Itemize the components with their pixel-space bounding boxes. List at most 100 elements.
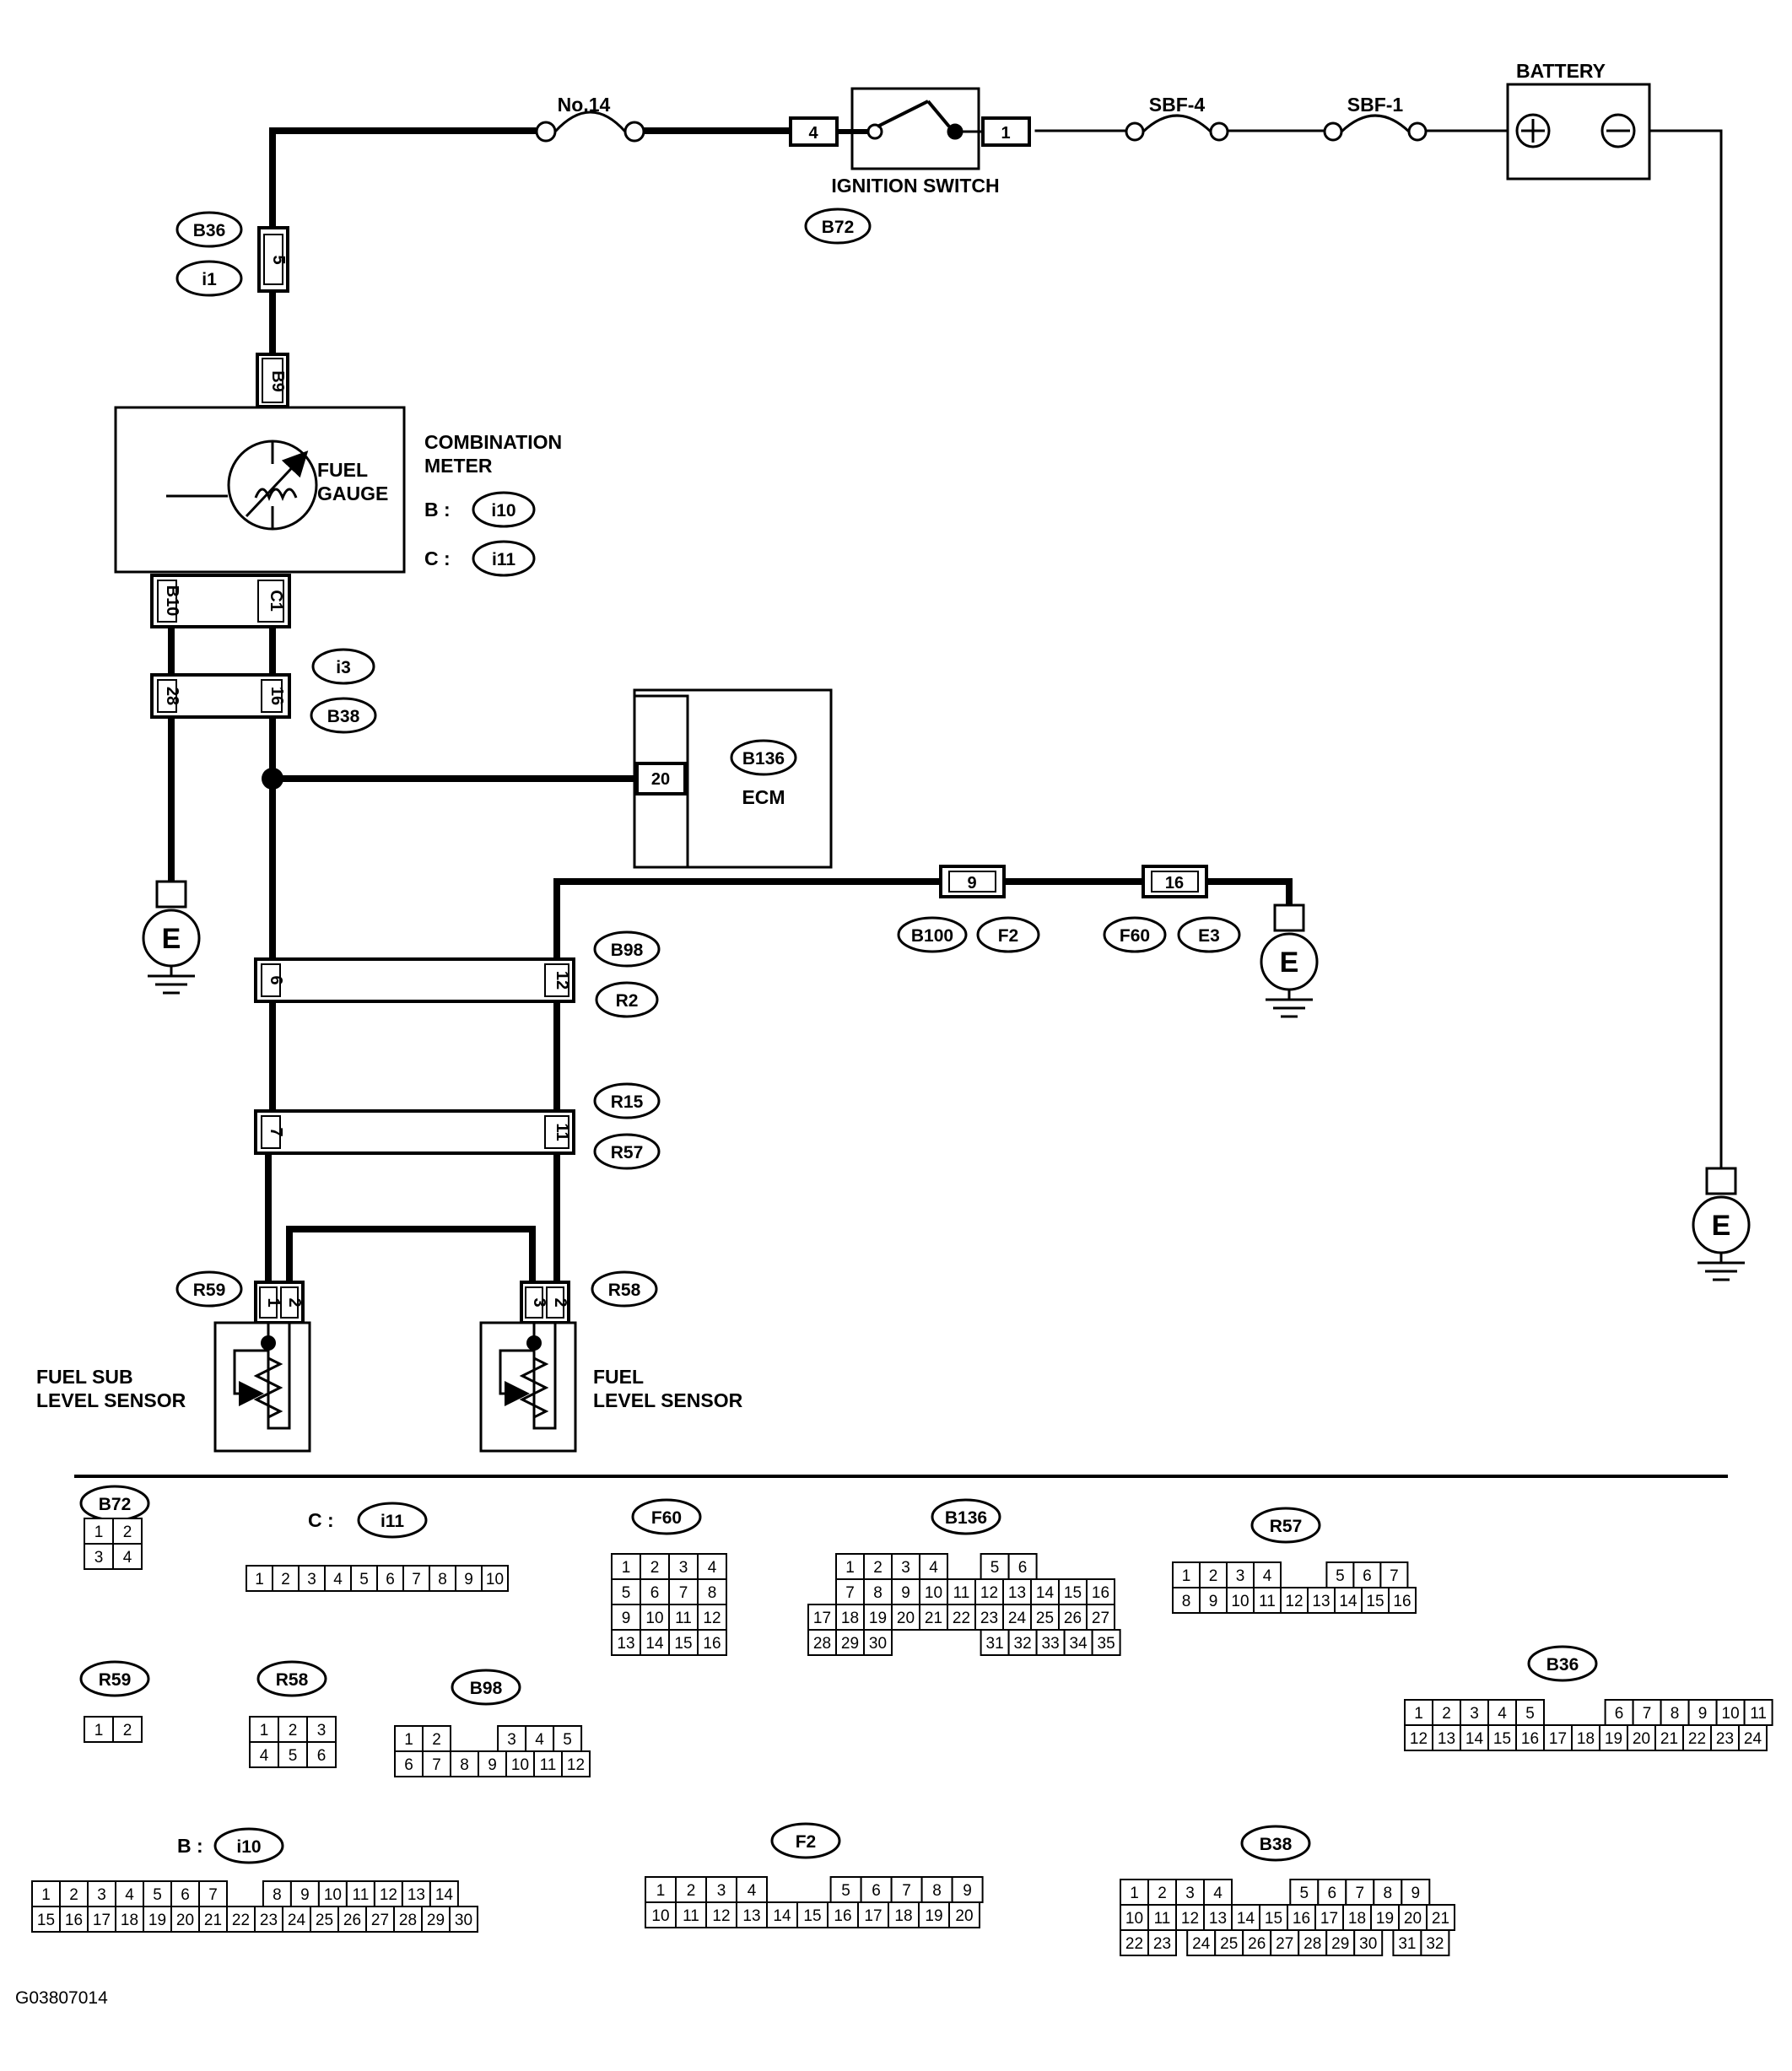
legend-cell xyxy=(449,1906,478,1933)
legend-pin-b38-32: 32 xyxy=(1426,1935,1444,1953)
legend-pin-r58-2: 2 xyxy=(289,1722,298,1739)
legend-cell xyxy=(645,1901,677,1928)
legend-pin-b36-2: 2 xyxy=(1442,1705,1451,1723)
legend-pin-f60-6: 6 xyxy=(650,1584,660,1602)
legend-cell xyxy=(112,1518,143,1545)
legend-cell xyxy=(1325,1561,1355,1588)
legend-cell xyxy=(1086,1604,1115,1631)
legend-pin-b36-15: 15 xyxy=(1493,1730,1511,1748)
legend-pin-i10-30: 30 xyxy=(455,1912,472,1929)
legend-code-r57: R57 xyxy=(1270,1517,1303,1536)
legend-pin-b136-4: 4 xyxy=(929,1559,938,1577)
legend-cell xyxy=(1091,1629,1121,1656)
legend-cell xyxy=(87,1906,116,1933)
legend-pin-b38-15: 15 xyxy=(1265,1910,1282,1928)
legend-cell xyxy=(31,1906,61,1933)
legend-cell xyxy=(860,1876,893,1903)
i3-pin-28: 28 xyxy=(163,687,181,705)
legend-pin-i10-4: 4 xyxy=(125,1886,134,1904)
legend-cell xyxy=(1401,1879,1431,1906)
legend-pin-i10-6: 6 xyxy=(181,1886,190,1904)
legend-cell xyxy=(891,1553,920,1580)
legend-pin-i10-17: 17 xyxy=(93,1912,111,1929)
legend-pin-b72-2: 2 xyxy=(123,1524,132,1541)
legend-pin-r57-11: 11 xyxy=(1259,1593,1276,1610)
legend-code-b72: B72 xyxy=(99,1495,132,1514)
connector-code-f60: F60 xyxy=(1120,926,1150,946)
legend-pin-b38-22: 22 xyxy=(1125,1935,1143,1953)
legend-pin-i11-6: 6 xyxy=(386,1571,395,1588)
legend-pin-b136-1: 1 xyxy=(845,1559,855,1577)
legend-pin-b36-5: 5 xyxy=(1525,1705,1535,1723)
legend-pin-f60-4: 4 xyxy=(708,1559,717,1577)
ignition-switch: 4 1 IGNITION SWITCH B72 xyxy=(789,87,1031,245)
legend-cell xyxy=(1710,1724,1740,1751)
legend-pin-b136-8: 8 xyxy=(873,1584,883,1602)
legend-pin-b136-21: 21 xyxy=(925,1610,942,1627)
ground-left: E xyxy=(142,880,201,995)
legend-cell xyxy=(1058,1578,1088,1605)
legend-cell xyxy=(697,1553,727,1580)
figure-id: G03807014 xyxy=(15,1988,108,2008)
connector-code-i3: i3 xyxy=(336,658,351,677)
legend-pin-f60-3: 3 xyxy=(679,1559,688,1577)
legend-pin-b136-25: 25 xyxy=(1036,1610,1054,1627)
legend-pin-b38-27: 27 xyxy=(1276,1935,1293,1953)
legend-pin-f2-15: 15 xyxy=(803,1907,821,1925)
legend-pin-i11-8: 8 xyxy=(438,1571,447,1588)
legend-pin-b136-17: 17 xyxy=(813,1610,831,1627)
legend-pin-i11-1: 1 xyxy=(255,1571,264,1588)
combination-meter-label-1: COMBINATION xyxy=(424,431,562,453)
legend-cell xyxy=(402,1565,430,1592)
legend-cell xyxy=(829,1876,862,1903)
legend-code-r58: R58 xyxy=(276,1670,309,1690)
legend-cell xyxy=(1487,1724,1517,1751)
legend-pin-b136-20: 20 xyxy=(897,1610,915,1627)
legend-pin-b38-1: 1 xyxy=(1130,1885,1139,1902)
legend-pin-i11-5: 5 xyxy=(359,1571,369,1588)
legend-cell xyxy=(1007,1553,1038,1580)
legend-prefix-i11: C : xyxy=(308,1509,334,1531)
legend-cell xyxy=(1317,1879,1347,1906)
legend-cell xyxy=(1175,1879,1205,1906)
legend-cell xyxy=(796,1901,829,1928)
legend-pin-r58-3: 3 xyxy=(317,1722,327,1739)
legend-cell xyxy=(59,1906,89,1933)
legend-pin-b38-26: 26 xyxy=(1248,1935,1266,1953)
legend-pin-i10-28: 28 xyxy=(399,1912,417,1929)
legend-pin-b136-30: 30 xyxy=(869,1635,887,1653)
legend-pin-f2-8: 8 xyxy=(932,1882,942,1900)
legend-pin-b36-6: 6 xyxy=(1615,1705,1624,1723)
legend-cell xyxy=(857,1901,889,1928)
legend-pin-b36-8: 8 xyxy=(1671,1705,1680,1723)
connector-code-b100: B100 xyxy=(911,926,953,946)
legend-cell xyxy=(1334,1587,1363,1614)
r58-pin-3: 3 xyxy=(530,1297,548,1307)
legend-pin-r58-4: 4 xyxy=(260,1747,269,1765)
legend-pin-b38-19: 19 xyxy=(1376,1910,1394,1928)
legend-cell xyxy=(980,1553,1010,1580)
ground-middle: E xyxy=(1260,903,1319,1018)
legend-cell xyxy=(306,1716,337,1743)
legend-pin-f2-20: 20 xyxy=(955,1907,973,1925)
legend-pin-b136-15: 15 xyxy=(1064,1584,1082,1602)
connector-i3-b38: 28 16 i3 B38 xyxy=(150,648,377,734)
legend-pin-i10-25: 25 xyxy=(316,1912,333,1929)
legend-cell xyxy=(272,1565,300,1592)
legend-pin-b38-13: 13 xyxy=(1209,1910,1227,1928)
connector-code-b136: B136 xyxy=(742,749,785,769)
legend-cell xyxy=(736,1876,768,1903)
legend-pin-b72-1: 1 xyxy=(94,1524,104,1541)
legend-cell xyxy=(1214,1929,1244,1956)
legend-pin-f2-19: 19 xyxy=(925,1907,942,1925)
legend-pin-i10-26: 26 xyxy=(343,1912,361,1929)
legend-cell xyxy=(807,1629,837,1656)
legend-pin-r58-6: 6 xyxy=(317,1747,327,1765)
legend-pin-f2-6: 6 xyxy=(872,1882,881,1900)
legend-cell xyxy=(422,1725,451,1752)
